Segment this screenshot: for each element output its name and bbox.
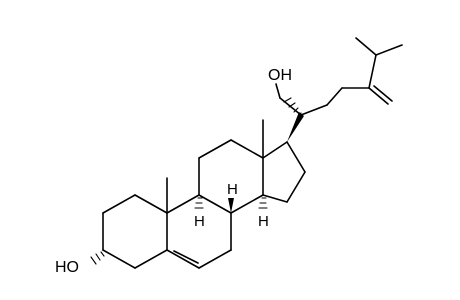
double-bond-inner	[373, 85, 393, 102]
bond	[300, 104, 328, 116]
bond	[134, 249, 168, 269]
double-bond-inner	[173, 250, 199, 264]
bond	[326, 87, 343, 106]
bond	[368, 54, 377, 89]
hydrogen-label-c9: H	[194, 213, 205, 230]
bond	[134, 194, 168, 214]
hash-line	[293, 107, 299, 113]
hash-line	[95, 253, 101, 261]
bond	[286, 171, 306, 203]
bond	[198, 194, 232, 214]
double-bond	[368, 87, 389, 105]
wedge-bond	[287, 112, 304, 142]
bond	[275, 83, 281, 99]
bond	[198, 249, 232, 269]
hydrogen-label-c14: H	[258, 213, 269, 230]
bond	[166, 194, 200, 214]
hash-line	[298, 112, 302, 118]
bond	[198, 139, 232, 159]
bonds	[102, 37, 403, 269]
bond	[230, 139, 264, 159]
hydrogen-label-c8: H	[227, 181, 238, 198]
hydroxyl-label-top: OH	[268, 67, 292, 84]
bond	[102, 194, 136, 214]
hash-line	[90, 256, 97, 265]
bond	[355, 37, 377, 56]
wedge-bond	[228, 198, 234, 213]
hash-line	[100, 251, 105, 257]
bond	[262, 194, 288, 203]
bond	[375, 44, 403, 56]
bond	[102, 249, 136, 269]
bond	[262, 141, 288, 159]
bond	[166, 249, 200, 269]
bond	[286, 141, 306, 173]
bond	[230, 194, 264, 214]
stereo-wedges	[90, 97, 304, 265]
atom-labels: OH HO H H H	[55, 67, 292, 276]
hash-line	[288, 102, 296, 108]
hydroxyl-label-left: HO	[55, 259, 79, 276]
hash-line	[283, 97, 292, 103]
